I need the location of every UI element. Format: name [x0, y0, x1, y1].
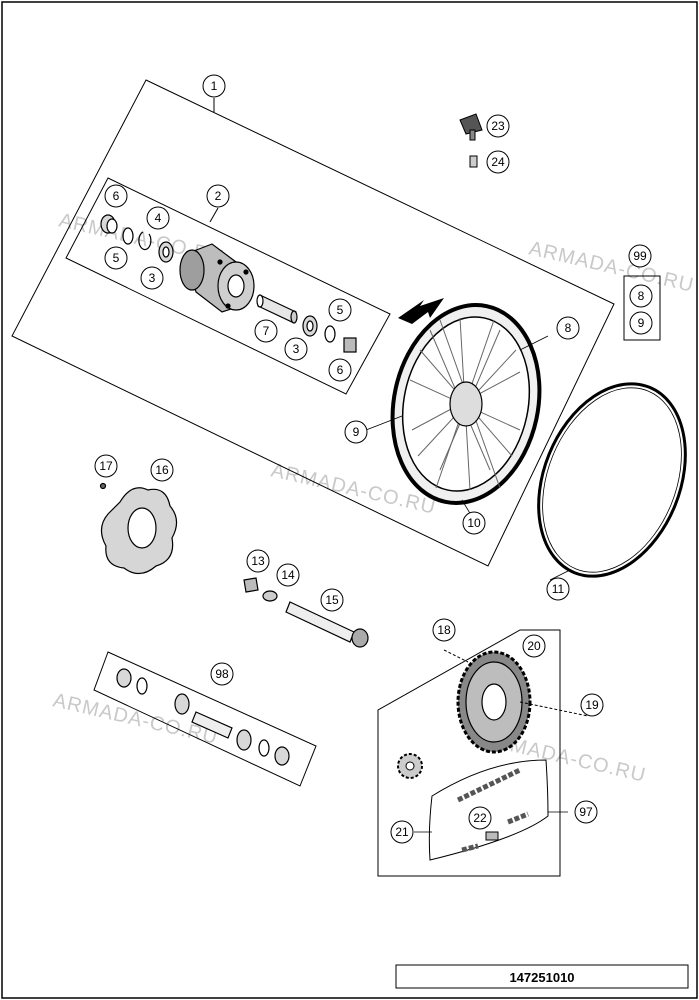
- callout-label: 5: [113, 251, 120, 265]
- hub-spacer: [256, 294, 298, 324]
- callout-11: 11: [546, 577, 570, 601]
- callout-6: 6: [328, 358, 352, 382]
- rim-tape: [537, 382, 687, 578]
- callout-label: 99: [633, 249, 647, 263]
- callout-label: 8: [638, 289, 645, 303]
- callout-21: 21: [390, 820, 414, 844]
- callout-label: 22: [473, 811, 487, 825]
- callout-2: 2: [206, 184, 230, 208]
- callout-3: 3: [140, 266, 164, 290]
- callout-label: 97: [579, 805, 593, 819]
- callout-24: 24: [486, 150, 510, 174]
- drive-kit-frame: [377, 629, 561, 877]
- callout-label: 8: [565, 321, 572, 335]
- callout-9: 9: [344, 420, 368, 444]
- spoke-kit-box: [623, 275, 661, 341]
- part-number-box: [395, 964, 689, 989]
- callout-97: 97: [574, 800, 598, 824]
- callout-8: 8: [556, 316, 580, 340]
- wheel-assembly-frame: [11, 79, 615, 567]
- callout-label: 2: [215, 189, 222, 203]
- rear-sprocket: [456, 650, 532, 754]
- rear-wheel: [390, 303, 542, 505]
- callout-label: 13: [251, 554, 265, 568]
- callout-label: 10: [467, 516, 481, 530]
- callout-9: 9: [629, 311, 653, 335]
- callout-14: 14: [276, 563, 300, 587]
- callout-10: 10: [462, 511, 486, 535]
- callout-label: 3: [293, 342, 300, 356]
- callout-20: 20: [522, 634, 546, 658]
- callout-1: 1: [202, 74, 226, 98]
- callout-16: 16: [150, 458, 174, 482]
- callout-label: 21: [395, 825, 409, 839]
- callout-5: 5: [328, 298, 352, 322]
- callout-label: 9: [638, 316, 645, 330]
- bearing-kit-frame: [93, 651, 317, 787]
- callout-6: 6: [104, 184, 128, 208]
- callout-13: 13: [246, 549, 270, 573]
- drive-chain: [428, 759, 549, 861]
- rotation-direction-arrow: [398, 298, 444, 324]
- callout-label: 3: [149, 271, 156, 285]
- hub-assembly-frame: [65, 177, 391, 395]
- watermark: ARMADA-CO.RU: [527, 237, 696, 296]
- callout-label: 11: [552, 582, 565, 596]
- callout-label: 17: [99, 459, 113, 473]
- callout-23: 23: [486, 114, 510, 138]
- callout-8: 8: [629, 284, 653, 308]
- callout-17: 17: [94, 454, 118, 478]
- callout-3: 3: [284, 337, 308, 361]
- front-sprocket: [397, 753, 423, 779]
- callout-19: 19: [580, 693, 604, 717]
- callout-22: 22: [468, 806, 492, 830]
- callout-label: 1: [211, 79, 218, 93]
- callout-label: 19: [585, 698, 599, 712]
- callout-4: 4: [146, 206, 170, 230]
- callout-label: 7: [263, 324, 270, 338]
- callout-label: 4: [155, 211, 162, 225]
- callout-label: 5: [337, 303, 344, 317]
- callout-label: 24: [491, 155, 505, 169]
- callout-label: 98: [215, 667, 229, 681]
- callout-label: 16: [155, 463, 169, 477]
- hub-bearing-set-right: [302, 315, 357, 353]
- callout-7: 7: [254, 319, 278, 343]
- callout-label: 15: [325, 593, 339, 607]
- callout-label: 6: [113, 189, 120, 203]
- hub-bearing-set: [100, 214, 174, 263]
- callout-label: 6: [337, 363, 344, 377]
- callout-5: 5: [104, 246, 128, 270]
- callout-15: 15: [320, 588, 344, 612]
- part-number: 147251010: [509, 970, 574, 985]
- callout-label: 18: [437, 623, 451, 637]
- axle-set: [243, 577, 369, 648]
- brake-disc: [99, 482, 178, 575]
- callout-label: 23: [491, 119, 505, 133]
- callout-99: 99: [628, 244, 652, 268]
- callout-label: 14: [281, 568, 295, 582]
- callout-18: 18: [432, 618, 456, 642]
- tire-valve: [459, 113, 483, 168]
- wheel-hub: [179, 243, 255, 313]
- callout-label: 9: [353, 425, 360, 439]
- callout-98: 98: [210, 662, 234, 686]
- callout-label: 20: [527, 639, 541, 653]
- bearing-kit: [116, 668, 290, 766]
